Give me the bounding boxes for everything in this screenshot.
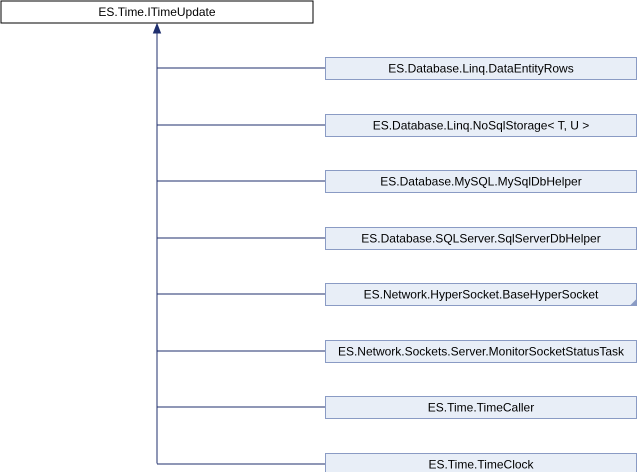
derived-class-label: ES.Network.HyperSocket.BaseHyperSocket — [364, 288, 599, 302]
derived-class-node[interactable]: ES.Database.SQLServer.SqlServerDbHelper — [325, 227, 637, 250]
derived-class-node[interactable]: ES.Time.TimeClock — [325, 453, 637, 472]
derived-class-node[interactable]: ES.Network.Sockets.Server.MonitorSocketS… — [325, 340, 637, 363]
derived-class-label: ES.Database.SQLServer.SqlServerDbHelper — [361, 232, 600, 246]
base-class-label: ES.Time.ITimeUpdate — [98, 5, 215, 19]
inheritance-arrowhead — [152, 22, 162, 34]
derived-class-box[interactable] — [325, 170, 637, 193]
derived-class-box[interactable] — [325, 396, 637, 419]
derived-class-box[interactable] — [325, 283, 637, 306]
derived-class-node[interactable]: ES.Time.TimeCaller — [325, 396, 637, 419]
derived-class-label: ES.Network.Sockets.Server.MonitorSocketS… — [338, 345, 625, 359]
derived-class-label: ES.Database.MySQL.MySqlDbHelper — [380, 175, 581, 189]
derived-class-label: ES.Time.TimeClock — [428, 458, 534, 472]
derived-class-label: ES.Database.Linq.DataEntityRows — [388, 62, 573, 76]
derived-class-node[interactable]: ES.Network.HyperSocket.BaseHyperSocket — [325, 283, 637, 306]
derived-class-box[interactable] — [325, 114, 637, 137]
derived-class-nodes: ES.Database.Linq.DataEntityRowsES.Databa… — [325, 57, 637, 472]
derived-class-node[interactable]: ES.Database.Linq.NoSqlStorage< T, U > — [325, 114, 637, 137]
derived-class-node[interactable]: ES.Database.MySQL.MySqlDbHelper — [325, 170, 637, 193]
base-class-box[interactable] — [0, 0, 314, 24]
derived-class-box[interactable] — [325, 453, 637, 472]
derived-class-label: ES.Time.TimeCaller — [428, 401, 534, 415]
derived-class-label: ES.Database.Linq.NoSqlStorage< T, U > — [373, 119, 590, 133]
derived-class-box[interactable] — [325, 340, 637, 363]
derived-class-box[interactable] — [325, 57, 637, 80]
collapsed-node-marker-icon — [630, 299, 636, 306]
inheritance-edges — [152, 22, 325, 465]
base-class-node[interactable]: ES.Time.ITimeUpdate — [0, 0, 314, 24]
derived-class-box[interactable] — [325, 227, 637, 250]
derived-class-node[interactable]: ES.Database.Linq.DataEntityRows — [325, 57, 637, 80]
